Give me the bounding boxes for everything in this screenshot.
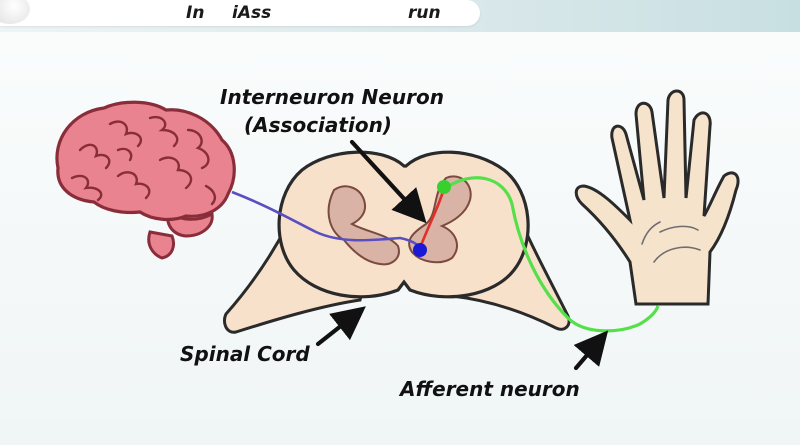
afferent-label: Afferent neuron: [398, 377, 580, 401]
hand-illustration: [574, 89, 740, 306]
title-fragment-3: run: [408, 3, 441, 23]
neural-pathways: [231, 176, 660, 333]
spinal-cord-label: Spinal Cord: [180, 342, 310, 366]
interneuron-arrow: [349, 139, 427, 224]
interneuron-label: Interneuron Neuron: [220, 85, 444, 109]
association-label: (Association): [244, 113, 392, 137]
title-fragment-1: In: [186, 3, 205, 23]
afferent-pathway: [445, 176, 660, 333]
efferent-neuron-dot: [413, 243, 427, 257]
afferent-arrow: [573, 330, 609, 371]
header-bar: In iAss run: [0, 0, 800, 32]
title-fragment-2: iAss: [232, 3, 272, 23]
brain-illustration: [55, 100, 236, 260]
title-pill: In iAss run: [0, 0, 480, 26]
spinal-cord-arrow: [315, 306, 366, 347]
efferent-pathway: [231, 190, 422, 249]
spinal-cord-illustration: [222, 150, 571, 334]
afferent-neuron-dot: [437, 180, 451, 194]
